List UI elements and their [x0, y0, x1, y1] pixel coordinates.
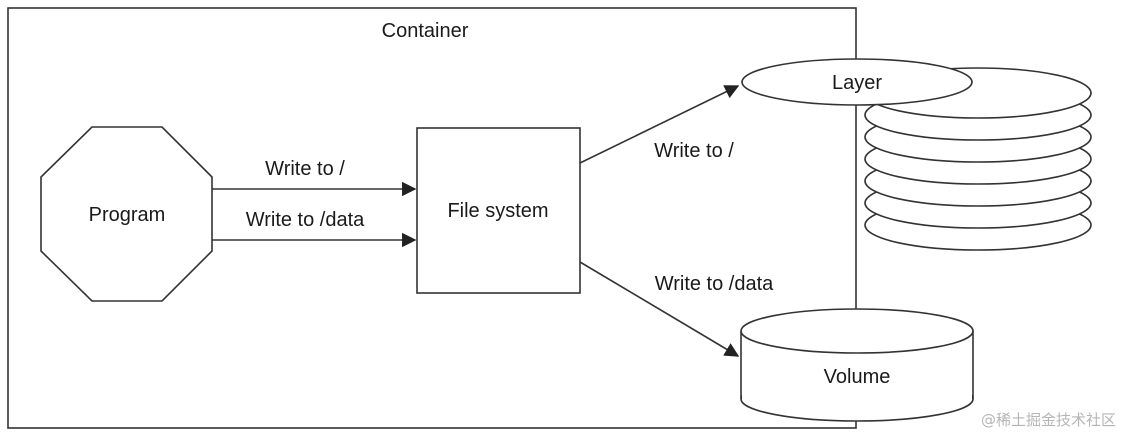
- edge-label-program-fs-data: Write to /data: [246, 209, 365, 231]
- filesystem-node: [416, 127, 581, 294]
- filesystem-label: File system: [447, 200, 548, 222]
- container-boundary: [7, 7, 857, 429]
- volume-node: [740, 308, 974, 422]
- layer-node: [741, 58, 973, 106]
- program-label: Program: [89, 204, 166, 226]
- edge-label-fs-volume: Write to /data: [655, 273, 774, 295]
- container-label: Container: [382, 20, 469, 42]
- watermark: @稀土掘金技术社区: [981, 411, 1116, 429]
- edge-fs-volume: [579, 261, 740, 357]
- volume-label: Volume: [824, 366, 891, 388]
- edge-label-fs-layer: Write to /: [654, 140, 734, 162]
- layer-stack: [864, 67, 1092, 251]
- layer-label: Layer: [832, 72, 882, 94]
- edge-fs-layer: [579, 85, 740, 164]
- program-node: [40, 126, 213, 302]
- edge-label-program-fs-root: Write to /: [265, 158, 345, 180]
